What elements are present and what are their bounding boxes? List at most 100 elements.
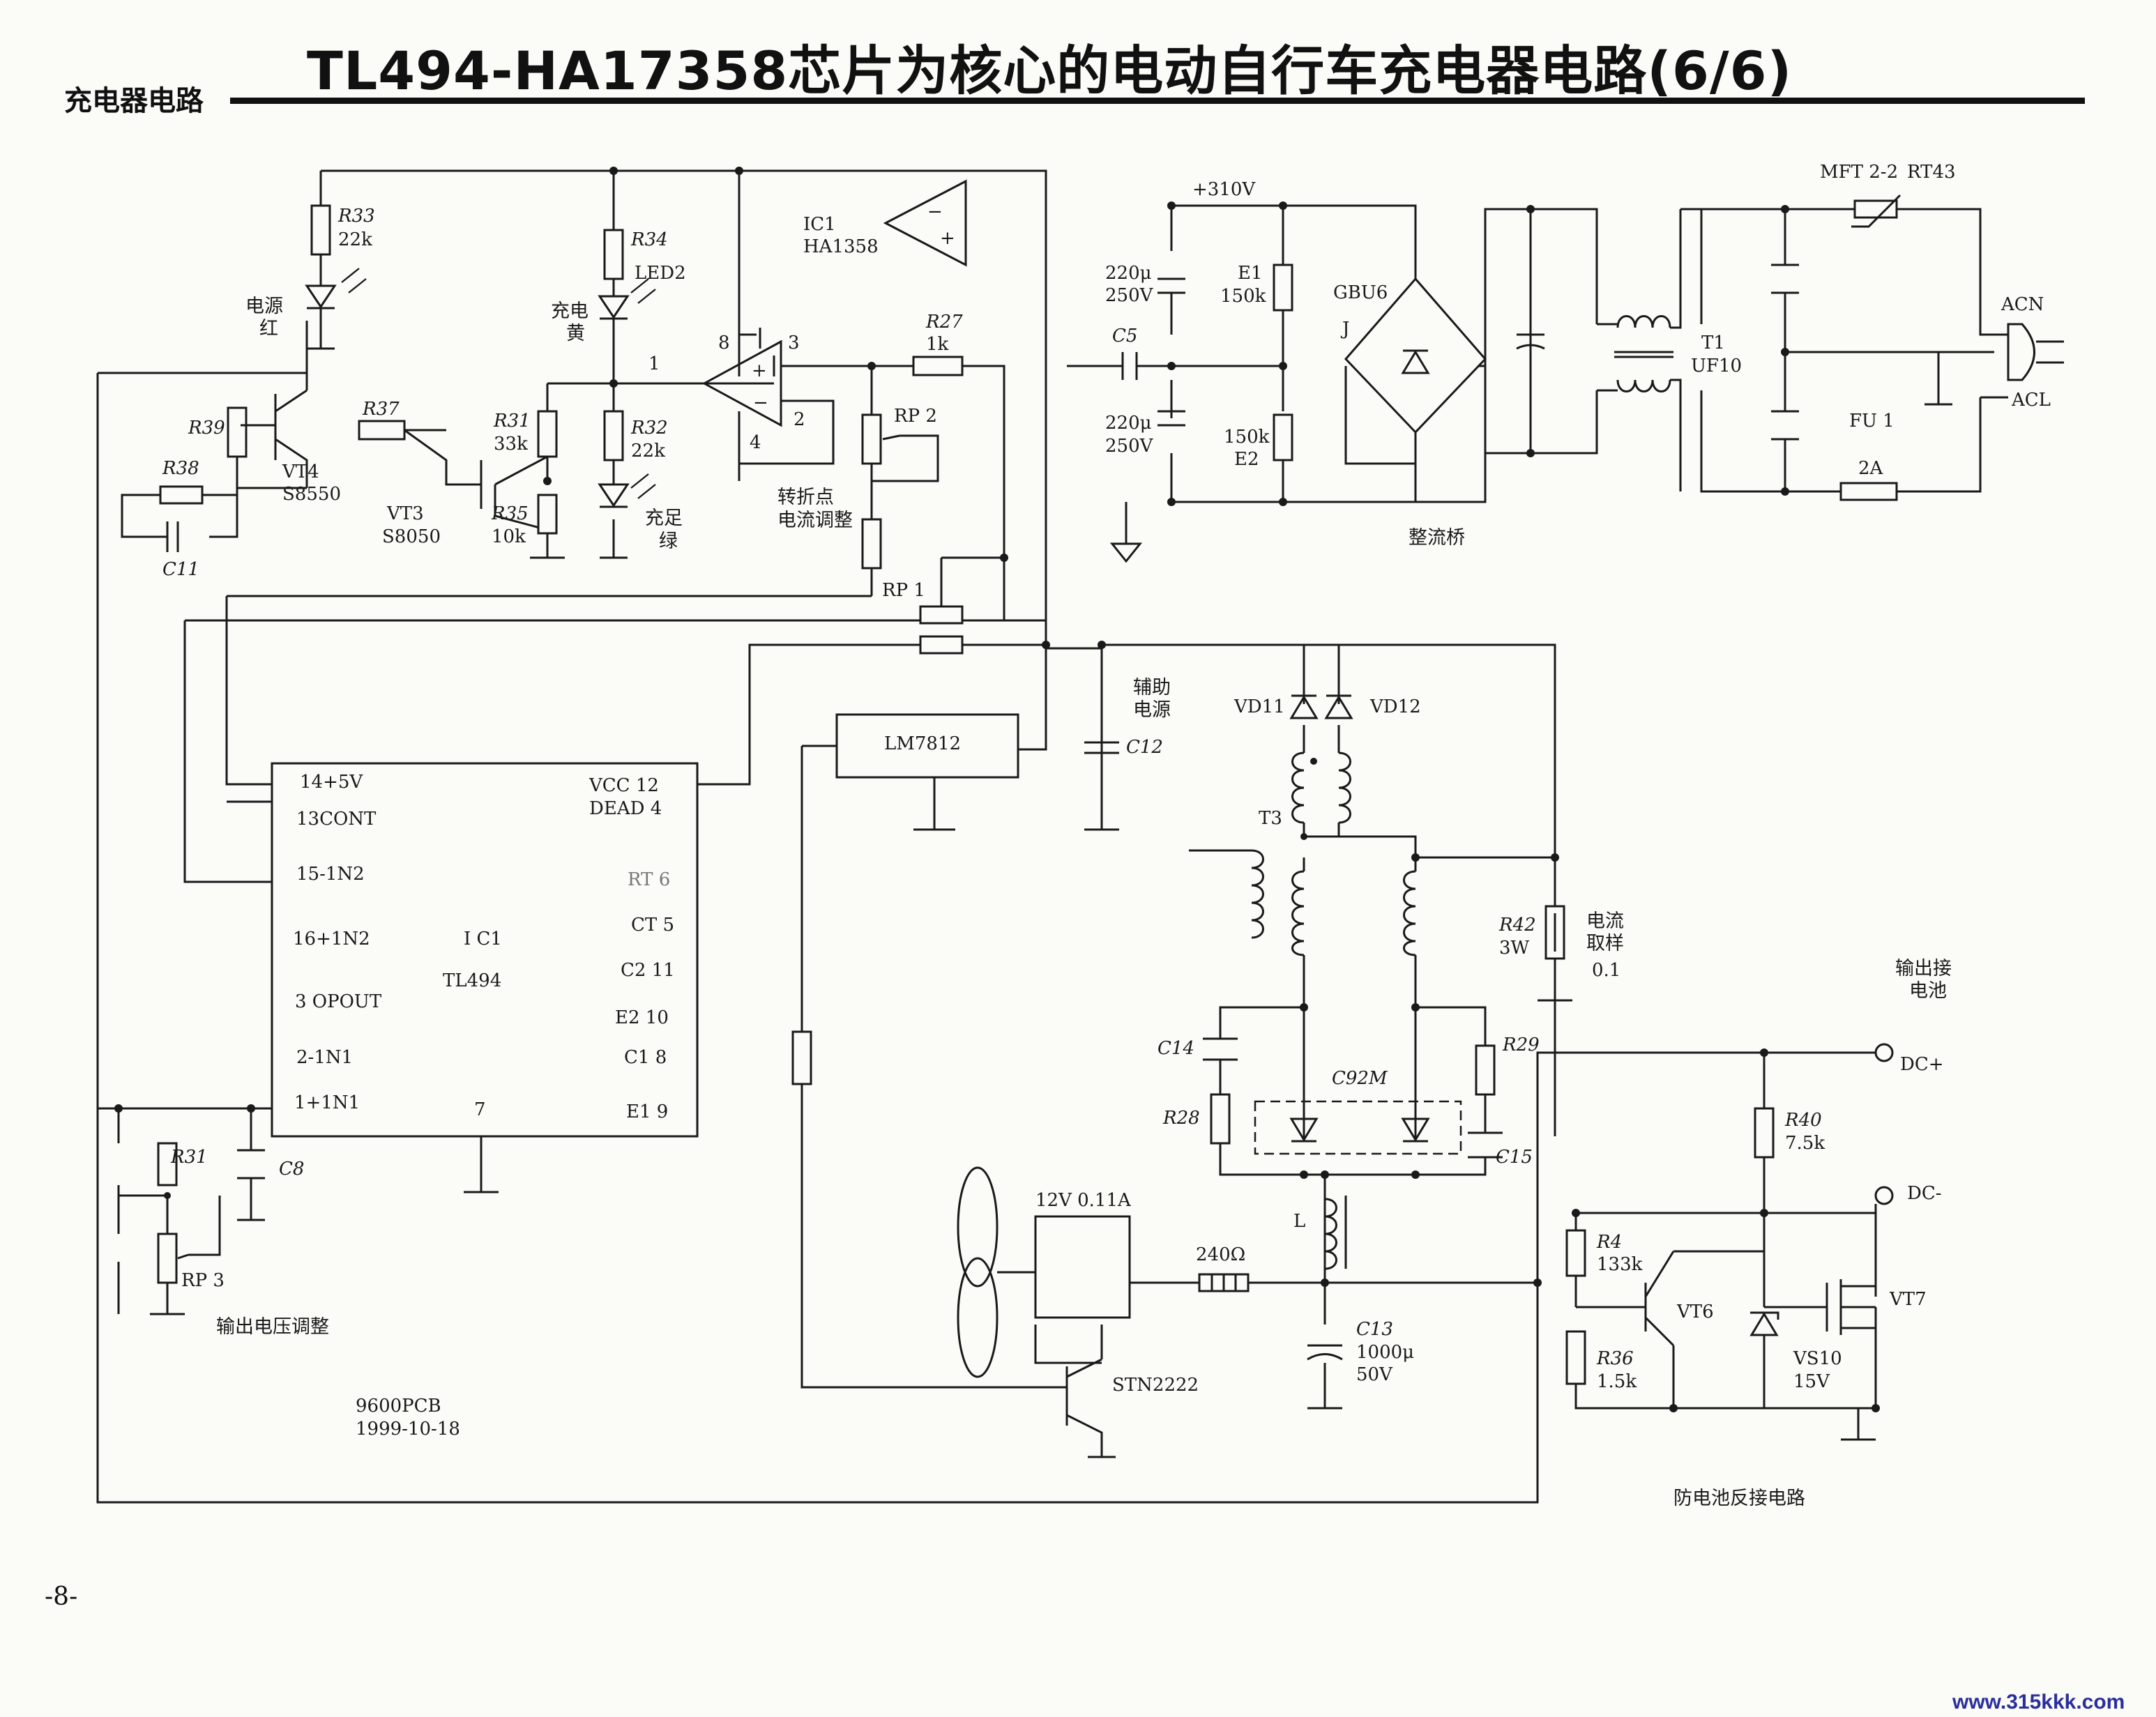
label-vt3: VT3	[386, 503, 424, 524]
transformer-t3	[1189, 751, 1416, 956]
capacitor-x-top	[1771, 264, 1799, 294]
label-sense-2: 取样	[1586, 933, 1624, 954]
label-r40-val: 7.5k	[1785, 1133, 1825, 1154]
tl494-pin-label: 15-1N2	[296, 864, 365, 885]
label-r27-val: 1k	[926, 334, 949, 355]
transistor-vt4	[241, 401, 277, 450]
resistor-r28	[1210, 1093, 1231, 1145]
label-c5: C5	[1112, 326, 1137, 346]
svg-text:+: +	[940, 228, 955, 249]
potentiometer-rp2	[861, 413, 900, 465]
label-sense-1: 电流	[1586, 910, 1624, 932]
label-date: 1999-10-18	[356, 1419, 460, 1440]
resistor-fan-base	[791, 1030, 812, 1085]
label-vt4-part: S8550	[282, 484, 341, 505]
led-power-red	[305, 268, 367, 350]
label-r32: R32	[630, 418, 668, 438]
capacitor-c5	[1121, 352, 1138, 380]
label-r28: R28	[1162, 1108, 1200, 1129]
label-pin4: 4	[750, 432, 761, 453]
label-reverse-protection: 防电池反接电路	[1673, 1488, 1805, 1509]
label-r42-val: 3W	[1499, 938, 1530, 959]
label-vd11: VD11	[1233, 696, 1285, 717]
potentiometer-rp3	[157, 1233, 189, 1284]
label-rp1: RP 1	[882, 580, 925, 601]
tl494-pin-label: RT 6	[628, 869, 670, 890]
tl494-pin-label: 2-1N1	[296, 1047, 353, 1068]
resistor-r40	[1754, 1107, 1775, 1159]
page-title: TL494-HA17358芯片为核心的电动自行车充电器电路(6/6)	[307, 40, 1793, 102]
label-r33-val: 22k	[338, 229, 372, 250]
tl494-pin-label: C2 11	[621, 960, 675, 981]
label-rt43: RT43	[1907, 162, 1956, 183]
label-r40: R40	[1784, 1110, 1822, 1131]
label-c14: C14	[1157, 1038, 1194, 1059]
ac-plug	[1980, 323, 2064, 399]
label-r36: R36	[1596, 1348, 1634, 1369]
label-c12: C12	[1126, 737, 1163, 758]
opamp-symbol-ic1-legend: −+	[883, 179, 967, 267]
label-t1: T1	[1701, 333, 1725, 353]
tl494-pin-label: 16+1N2	[293, 929, 370, 949]
label-t1-part: UF10	[1691, 356, 1742, 376]
label-ic1-legend-part: HA1358	[803, 236, 879, 257]
label-c15: C15	[1496, 1147, 1533, 1168]
label-bridge: 整流桥	[1409, 527, 1465, 549]
ground-vt7	[1841, 1408, 1876, 1441]
label-pin2: 2	[794, 409, 805, 430]
label-led2: LED2	[635, 263, 686, 284]
svg-text:−: −	[927, 201, 943, 222]
label-ic1-legend: IC1	[803, 214, 836, 235]
label-r35: R35	[491, 503, 529, 524]
resistor-r29	[1475, 1044, 1496, 1096]
label-gbu6: GBU6	[1333, 282, 1388, 303]
thermistor-rt43	[1851, 194, 1901, 228]
ic-tl494	[271, 762, 699, 1138]
label-aux-2: 电源	[1133, 699, 1171, 721]
label-e2: E2	[1234, 449, 1259, 470]
label-cap-a-1: 220μ	[1105, 263, 1152, 284]
bridge-rectifier-gbu6	[1344, 277, 1487, 434]
tl494-pin-label: E2 10	[615, 1007, 669, 1028]
label-output-2: 电池	[1909, 980, 1947, 1002]
fan-motor-box	[1034, 1215, 1131, 1319]
label-tl494-part: TL494	[443, 970, 501, 991]
label-mft: MFT 2-2	[1820, 162, 1898, 183]
label-c92m: C92M	[1332, 1068, 1388, 1089]
label-j: J	[1340, 319, 1349, 339]
resistor-r33	[310, 204, 331, 256]
label-voltage-adjust: 输出电压调整	[216, 1316, 329, 1338]
label-vs10: VS10	[1793, 1348, 1842, 1369]
resistor-r31-33k	[537, 410, 558, 458]
label-r27: R27	[925, 312, 963, 333]
tl494-right-pins: VCC 12 DEAD 4 RT 6 CT 5 C2 11 E2 10 C1 8…	[589, 775, 675, 1122]
svg-text:−: −	[753, 392, 768, 413]
label-r4-val: 133k	[1597, 1254, 1643, 1275]
capacitor-c14	[1203, 1037, 1238, 1061]
resistor-turnpoint	[861, 518, 882, 570]
label-dc-plus: DC+	[1900, 1054, 1944, 1075]
terminal-dc-plus	[1874, 1043, 1894, 1062]
resistor-r31-lower	[157, 1142, 178, 1186]
label-r42: R42	[1498, 915, 1536, 936]
opamp-ic1: +−	[701, 339, 782, 427]
resistor-r37	[358, 420, 406, 441]
capacitor-c12	[1084, 697, 1119, 831]
label-acl: ACL	[2011, 390, 2051, 411]
label-led-red-1: 电源	[245, 296, 283, 317]
label-vt3-part: S8050	[382, 526, 441, 547]
mosfet-vt7	[1825, 1279, 1876, 1335]
led-full-green	[598, 473, 656, 559]
label-fu1: FU 1	[1849, 411, 1895, 432]
ground-primary	[1109, 542, 1143, 563]
label-240ohm: 240Ω	[1196, 1244, 1245, 1265]
label-tl494-ref: I C1	[464, 929, 502, 949]
resistor-r35	[537, 494, 558, 535]
label-led-grn-2: 绿	[659, 531, 678, 552]
fuse-fu1	[1839, 482, 1898, 501]
label-r31-33k-val: 33k	[494, 434, 528, 455]
label-r29: R29	[1502, 1035, 1540, 1055]
label-output-1: 输出接	[1895, 958, 1952, 979]
